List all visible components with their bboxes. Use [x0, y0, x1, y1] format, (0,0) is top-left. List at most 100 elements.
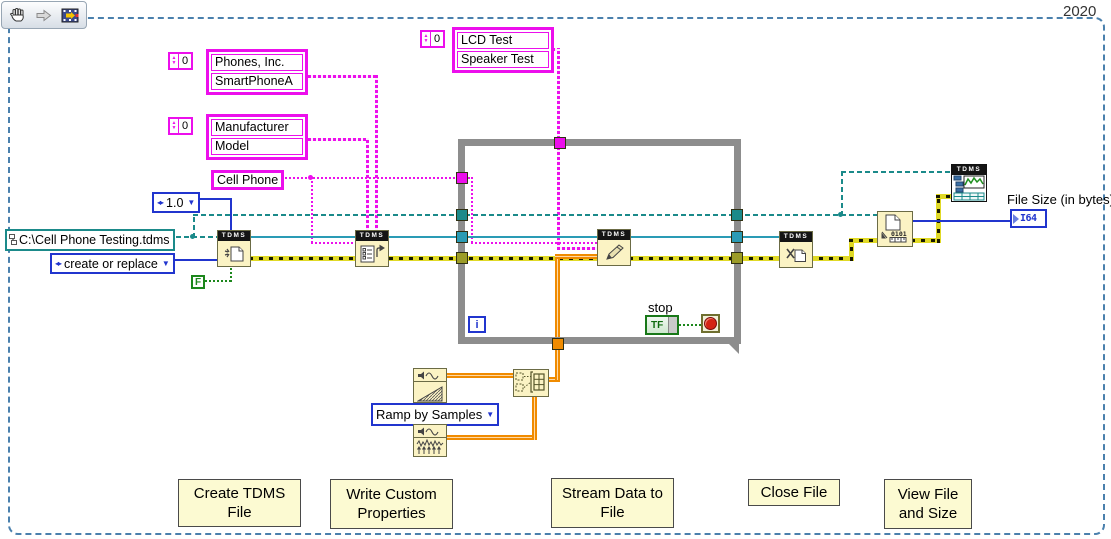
wire-error-cluster [911, 238, 941, 243]
tdms-file-viewer-node[interactable]: TDMS [951, 164, 987, 202]
index-value[interactable]: 0 [182, 120, 189, 132]
wire-version [230, 198, 232, 230]
wire-group-name [311, 177, 313, 243]
wire-signal [555, 254, 599, 259]
array-element[interactable]: Manufacturer [211, 119, 303, 136]
new-file-icon [224, 246, 244, 261]
snippet-toolbar [1, 1, 87, 29]
tunnel-refnum[interactable] [456, 231, 468, 243]
ring-value: Ramp by Samples [376, 407, 483, 422]
property-list-icon [360, 244, 385, 262]
close-file-icon [786, 248, 806, 262]
wire-property-names [298, 138, 369, 141]
wire-junction [308, 175, 313, 180]
tunnel-group-name[interactable] [456, 172, 468, 184]
wire-signal [555, 347, 560, 380]
file-size-icon: 0101 [881, 214, 907, 243]
false-constant[interactable]: F [191, 275, 205, 289]
loop-iteration-terminal: i [468, 316, 486, 333]
array-element[interactable]: Speaker Test [457, 51, 549, 68]
get-file-size-node[interactable]: 0101 [877, 211, 913, 247]
wire-group-name [471, 242, 599, 244]
node-header: TDMS [952, 165, 986, 175]
ring-arrows-icon: ◂▸ [55, 259, 62, 268]
vi-snippet-icon[interactable] [61, 8, 79, 23]
run-arrow-icon[interactable] [36, 8, 52, 22]
tunnel-error[interactable] [456, 252, 468, 264]
wire-boolean [230, 266, 232, 282]
simulate-signal-noise-node[interactable] [413, 424, 447, 457]
tunnel-channel-names[interactable] [554, 137, 566, 149]
array-index[interactable]: ▲▼ 0 [168, 117, 194, 135]
array-element[interactable]: SmartPhoneA [211, 73, 303, 90]
index-value[interactable]: 0 [182, 55, 189, 67]
simulate-signal-ramp-node[interactable] [413, 368, 447, 403]
wire-file-path [841, 171, 951, 173]
wire-error-cluster [936, 196, 941, 243]
file-path-constant[interactable]: C:\Cell Phone Testing.tdms [5, 229, 175, 251]
wire-group-name [311, 242, 359, 244]
tunnel-file-path[interactable] [456, 209, 468, 221]
wire-signal [547, 377, 560, 382]
version-ring-constant[interactable]: ◂▸ 1.0 ▼ [152, 192, 201, 213]
array-element[interactable]: LCD Test [457, 32, 549, 49]
wire-error-cluster [249, 256, 853, 261]
array-index[interactable]: ▲▼ 0 [168, 52, 194, 70]
file-size-label: File Size (in bytes) [1007, 192, 1111, 207]
wire-group-name [471, 177, 473, 243]
wire-property-values [375, 75, 378, 233]
tdms-close-node[interactable]: TDMS [779, 231, 813, 268]
tunnel-signal[interactable] [552, 338, 564, 350]
pencil-icon [606, 243, 624, 260]
merge-signals-node[interactable] [513, 369, 549, 397]
tdms-write-node[interactable]: TDMS [597, 229, 631, 266]
array-element[interactable]: Model [211, 138, 303, 155]
dropdown-arrow-icon[interactable]: ▼ [486, 410, 495, 419]
signal-type-ring[interactable]: Ramp by Samples ▼ [371, 403, 500, 426]
pan-hand-icon[interactable] [9, 7, 27, 24]
ring-arrows-icon: ◂▸ [157, 198, 164, 207]
noise-icon [416, 439, 444, 454]
wire-operation [163, 259, 217, 261]
wire-tdms-refnum [249, 236, 779, 238]
channel-names-array[interactable]: LCD Test Speaker Test [452, 27, 554, 73]
while-loop-corner [729, 344, 739, 354]
index-arrows-icon[interactable]: ▲▼ [170, 54, 179, 68]
array-index[interactable]: ▲▼ 0 [420, 30, 446, 48]
tdms-open-node[interactable]: TDMS [217, 230, 251, 267]
index-arrows-icon[interactable]: ▲▼ [170, 119, 179, 133]
ring-value: create or replace [64, 256, 158, 271]
property-values-array[interactable]: Phones, Inc. SmartPhoneA [206, 49, 308, 95]
speaker-sine-icon [418, 427, 439, 436]
wire-channel-names [557, 148, 560, 250]
index-value[interactable]: 0 [434, 33, 441, 45]
tdms-set-properties-node[interactable]: TDMS [355, 230, 389, 267]
array-element[interactable]: Phones, Inc. [211, 54, 303, 71]
path-value[interactable]: C:\Cell Phone Testing.tdms [19, 233, 170, 247]
dropdown-arrow-icon[interactable]: ▼ [161, 259, 170, 268]
dropdown-arrow-icon[interactable]: ▼ [187, 198, 196, 207]
operation-ring-constant[interactable]: ◂▸ create or replace ▼ [50, 253, 175, 274]
wire-property-values [298, 75, 378, 78]
tunnel-error-out[interactable] [731, 252, 743, 264]
loop-condition-terminal[interactable] [701, 314, 720, 333]
wire-group-name [464, 177, 473, 179]
wire-signal [532, 390, 537, 440]
file-size-indicator: I64 [1010, 209, 1047, 228]
index-arrows-icon[interactable]: ▲▼ [422, 32, 431, 46]
group-name-constant[interactable]: Cell Phone [211, 170, 285, 190]
node-header: TDMS [218, 231, 250, 241]
tunnel-refnum-out[interactable] [731, 231, 743, 243]
stop-button-terminal[interactable]: TF [645, 315, 679, 335]
vi-snippet-border [8, 17, 1105, 535]
tunnel-file-path-out[interactable] [731, 209, 743, 221]
viewer-icon [953, 175, 985, 201]
ramp-icon [417, 386, 443, 402]
wire-boolean [205, 280, 232, 282]
property-names-array[interactable]: Manufacturer Model [206, 114, 308, 160]
stop-terminal-type: TF [651, 319, 664, 331]
wire-error-cluster [849, 239, 854, 261]
speaker-sine-icon [418, 371, 439, 380]
node-header: TDMS [598, 230, 630, 240]
